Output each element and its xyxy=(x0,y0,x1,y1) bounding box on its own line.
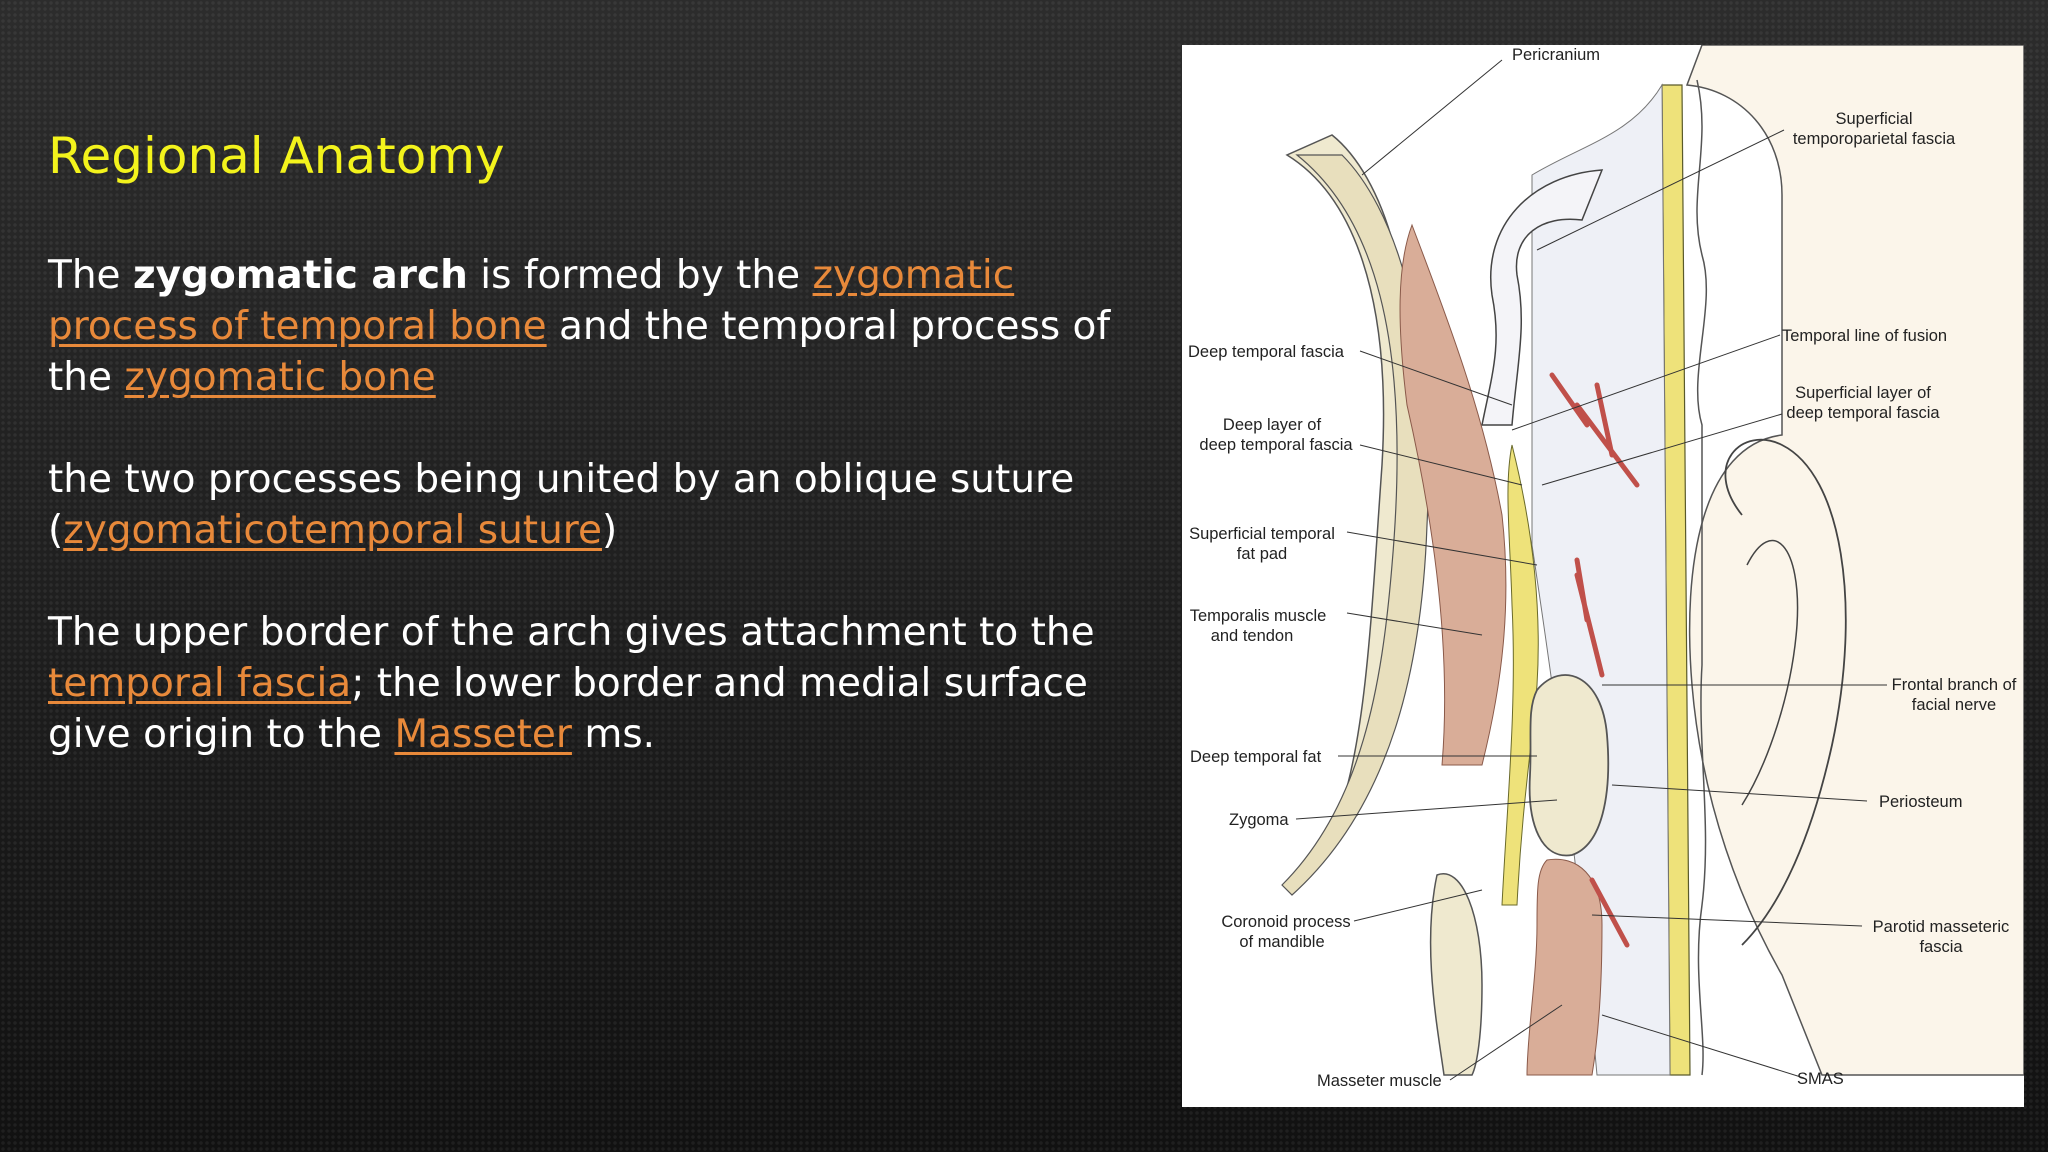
temporal-vessels xyxy=(1549,372,1640,948)
label-deep-temporal-fascia: Deep temporal fascia xyxy=(1188,343,1345,361)
label-superficial-temporal-fat-pad-1: Superficial temporal xyxy=(1189,525,1335,543)
label-superficial-layer-of-deep-temporal-fascia-1: Superficial layer of xyxy=(1795,384,1931,402)
slide-body: The zygomatic arch is formed by the zygo… xyxy=(48,250,1158,811)
text-run: is formed by the xyxy=(467,253,813,298)
deep-temporal-fascia-curl xyxy=(1481,169,1604,426)
ear-antihelix xyxy=(1741,539,1799,806)
label-masseter-muscle: Masseter muscle xyxy=(1317,1072,1442,1090)
label-frontal-branch-of-facial-nerve-2: facial nerve xyxy=(1912,696,1996,714)
text-run: ) xyxy=(601,508,618,553)
label-superficial-layer-of-deep-temporal-fascia-2: deep temporal fascia xyxy=(1786,404,1940,422)
zygoma-bone xyxy=(1528,674,1610,857)
label-leader-lines xyxy=(1295,59,1887,1081)
label-parotid-masseteric-fascia-1: Parotid masseteric xyxy=(1873,918,2010,936)
text-run: The xyxy=(48,253,133,298)
paragraph-attachments: The upper border of the arch gives attac… xyxy=(48,607,1158,760)
anatomy-figure: Pericranium Superficial temporoparietal … xyxy=(1182,45,2024,1107)
label-periosteum: Periosteum xyxy=(1879,793,1962,811)
bold-term-zygomatic-arch: zygomatic arch xyxy=(132,253,468,298)
label-frontal-branch-of-facial-nerve-1: Frontal branch of xyxy=(1892,676,2017,694)
label-coronoid-process-1: Coronoid process xyxy=(1221,913,1350,931)
label-temporalis-muscle-and-tendon-1: Temporalis muscle xyxy=(1190,607,1327,625)
label-deep-layer-of-deep-temporal-fascia-1: Deep layer of xyxy=(1223,416,1322,434)
label-temporalis-muscle-and-tendon-2: and tendon xyxy=(1211,627,1294,645)
label-pericranium: Pericranium xyxy=(1512,46,1600,64)
label-superficial-temporoparietal-fascia-1: Superficial xyxy=(1835,110,1912,128)
link-temporal-fascia[interactable]: temporal fascia xyxy=(48,661,352,706)
label-smas: SMAS xyxy=(1797,1070,1844,1088)
paragraph-arch-formation: The zygomatic arch is formed by the zygo… xyxy=(48,250,1158,403)
label-deep-temporal-fat: Deep temporal fat xyxy=(1190,748,1322,766)
text-run: The upper border of the arch gives attac… xyxy=(48,610,1095,655)
paragraph-suture: the two processes being united by an obl… xyxy=(48,454,1158,556)
temporalis-muscle xyxy=(1399,223,1507,766)
label-parotid-masseteric-fascia-2: fascia xyxy=(1919,938,1963,956)
temporal-region-cross-section-diagram: Pericranium Superficial temporoparietal … xyxy=(1188,45,2024,1090)
label-superficial-temporal-fat-pad-2: fat pad xyxy=(1237,545,1287,563)
label-superficial-temporoparietal-fascia-2: temporoparietal fascia xyxy=(1793,130,1956,148)
label-temporal-line-of-fusion: Temporal line of fusion xyxy=(1782,327,1947,345)
link-zygomatic-process-of-temporal-bone[interactable]: zygomatic process of temporal bone xyxy=(48,253,1015,349)
label-coronoid-process-2: of mandible xyxy=(1239,933,1324,951)
text-run: the two processes being united by an obl… xyxy=(48,457,1075,553)
link-zygomaticotemporal-suture[interactable]: zygomaticotemporal suture xyxy=(63,508,602,553)
skin-layer xyxy=(1696,79,1708,1076)
coronoid-process xyxy=(1429,872,1483,1076)
label-deep-layer-of-deep-temporal-fascia-2: deep temporal fascia xyxy=(1199,436,1353,454)
text-run: ms. xyxy=(571,712,656,757)
masseter-muscle xyxy=(1526,858,1603,1076)
text-run: and the temporal process of the xyxy=(48,304,1111,400)
slide-title: Regional Anatomy xyxy=(48,127,505,185)
text-run: ; the lower border and medial surface gi… xyxy=(48,661,1088,757)
link-zygomatic-bone[interactable]: zygomatic bone xyxy=(124,355,436,400)
label-zygoma: Zygoma xyxy=(1229,811,1289,829)
ear-shape xyxy=(1685,45,2024,1076)
link-masseter[interactable]: Masseter xyxy=(394,712,572,757)
ear-helix xyxy=(1724,438,1847,946)
